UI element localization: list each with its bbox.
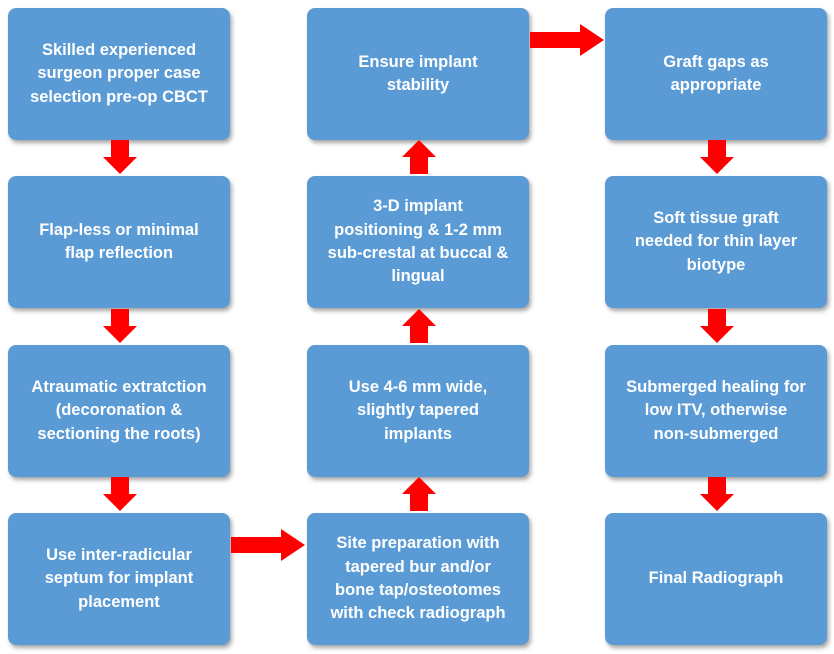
arrow-down-icon [103, 477, 137, 511]
step-text: Graft gaps as appropriate [663, 52, 769, 94]
step-text: Submerged healing for low ITV, otherwise… [626, 377, 806, 443]
step-box-final-radiograph: Final Radiograph [605, 513, 827, 645]
step-box-submerged-healing: Submerged healing for low ITV, otherwise… [605, 345, 827, 477]
step-text: Flap-less or minimal flap reflection [39, 220, 199, 262]
arrow-down-icon [700, 140, 734, 174]
arrow-up-icon [402, 140, 436, 174]
step-box-graft-gaps: Graft gaps as appropriate [605, 8, 827, 140]
arrow-up-icon [402, 477, 436, 511]
step-text: Atraumatic extratction (decoronation & s… [31, 377, 207, 443]
step-text: Skilled experienced surgeon proper case … [30, 40, 208, 106]
step-box-soft-tissue-graft: Soft tissue graft needed for thin layer … [605, 176, 827, 308]
arrow-right-icon [231, 529, 305, 561]
arrow-down-icon [700, 309, 734, 343]
step-text: Use inter-radicular septum for implant p… [44, 545, 194, 611]
step-box-site-preparation: Site preparation with tapered bur and/or… [307, 513, 529, 645]
step-box-inter-radicular-septum: Use inter-radicular septum for implant p… [8, 513, 230, 645]
arrow-down-icon [700, 477, 734, 511]
step-text: Soft tissue graft needed for thin layer … [634, 208, 798, 274]
arrow-down-icon [103, 140, 137, 174]
step-box-implant-stability: Ensure implant stability [307, 8, 529, 140]
step-box-surgeon-selection: Skilled experienced surgeon proper case … [8, 8, 230, 140]
step-box-implant-width: Use 4-6 mm wide, slightly tapered implan… [307, 345, 529, 477]
step-box-3d-positioning: 3-D implant positioning & 1-2 mm sub-cre… [307, 176, 529, 308]
step-box-atraumatic-extraction: Atraumatic extratction (decoronation & s… [8, 345, 230, 477]
step-text: Use 4-6 mm wide, slightly tapered implan… [348, 377, 488, 443]
arrow-up-icon [402, 309, 436, 343]
step-box-flap-reflection: Flap-less or minimal flap reflection [8, 176, 230, 308]
arrow-down-icon [103, 309, 137, 343]
step-text: Final Radiograph [648, 569, 784, 588]
step-text: Site preparation with tapered bur and/or… [330, 534, 506, 623]
step-text: Ensure implant stability [358, 52, 478, 94]
arrow-right-icon [530, 24, 604, 56]
step-text: 3-D implant positioning & 1-2 mm sub-cre… [327, 197, 509, 286]
